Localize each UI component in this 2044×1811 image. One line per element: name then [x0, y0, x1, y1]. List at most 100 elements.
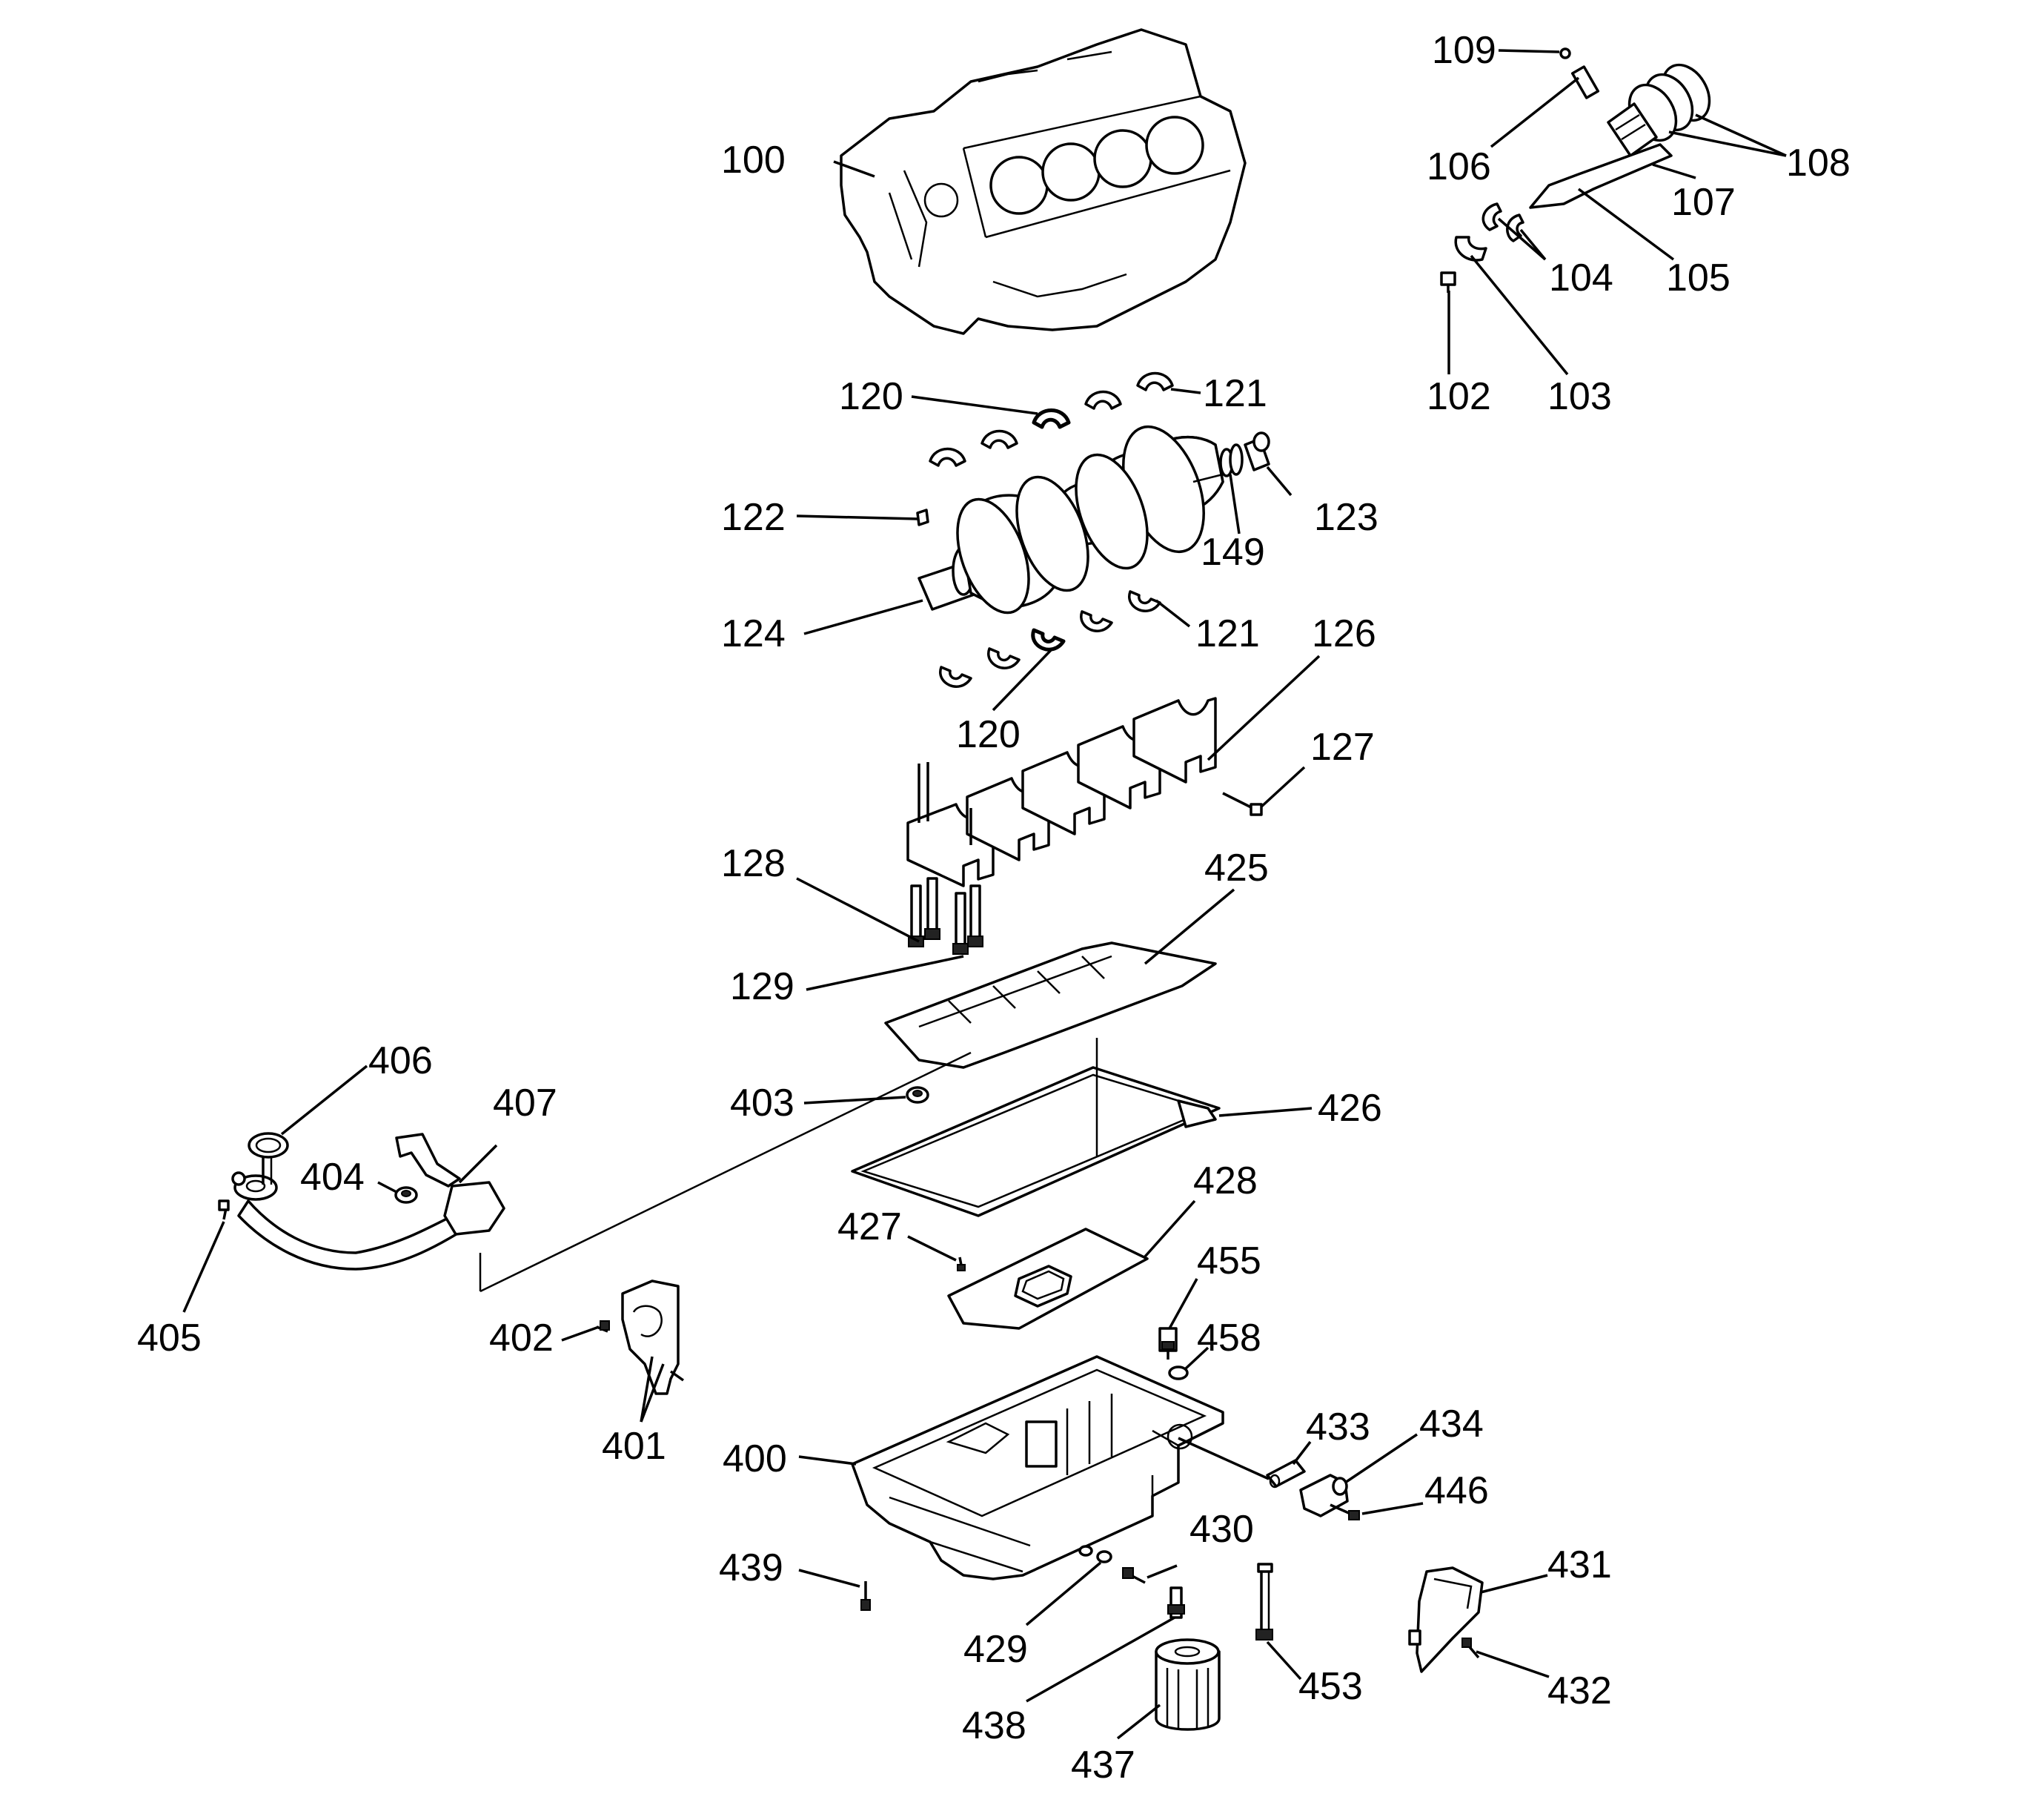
- label-402: 402: [489, 1317, 554, 1360]
- leader-124: [803, 599, 923, 635]
- o-ring-406: [248, 1132, 289, 1159]
- leader-455: [1168, 1278, 1198, 1329]
- washer-429: [1096, 1550, 1112, 1563]
- label-437: 437: [1071, 1744, 1135, 1787]
- shield-431: [1408, 1566, 1484, 1673]
- label-126: 126: [1312, 612, 1376, 655]
- label-121a: 121: [1203, 372, 1267, 415]
- label-124: 124: [721, 612, 786, 655]
- label-407: 407: [493, 1082, 557, 1125]
- leader-430: [1147, 1564, 1178, 1579]
- leader-403: [803, 1096, 906, 1105]
- label-404: 404: [300, 1156, 365, 1199]
- oil-pan-gasket: [851, 1066, 1221, 1217]
- label-429: 429: [963, 1628, 1028, 1671]
- o-ring-458: [1168, 1365, 1189, 1380]
- label-439: 439: [719, 1546, 783, 1589]
- label-405: 405: [137, 1317, 202, 1360]
- label-120a: 120: [839, 375, 903, 418]
- label-121b: 121: [1195, 612, 1260, 655]
- main-bearing-caps: [906, 697, 1217, 887]
- label-127: 127: [1310, 726, 1375, 769]
- leader-433: [1292, 1440, 1312, 1466]
- bolt-427: [957, 1257, 966, 1271]
- label-434: 434: [1419, 1403, 1484, 1446]
- label-426: 426: [1318, 1087, 1382, 1130]
- leader-103: [1470, 254, 1569, 376]
- leader-407: [458, 1144, 498, 1184]
- leader-108b: [1668, 130, 1787, 157]
- leader-120a: [911, 395, 1038, 415]
- leader-106: [1490, 76, 1580, 148]
- label-455: 455: [1197, 1239, 1261, 1282]
- leader-427: [907, 1235, 957, 1262]
- label-446: 446: [1424, 1469, 1489, 1512]
- gasket-433: [1266, 1459, 1306, 1489]
- label-400: 400: [723, 1437, 787, 1480]
- label-425: 425: [1204, 847, 1269, 890]
- bolt-446: [1330, 1503, 1360, 1520]
- leader-434: [1344, 1433, 1418, 1484]
- leader-108a: [1695, 113, 1787, 157]
- leader-128: [796, 877, 920, 943]
- bolt-439: [860, 1581, 871, 1611]
- bolt-453: [1255, 1563, 1273, 1641]
- leader-432: [1476, 1650, 1550, 1678]
- label-108: 108: [1786, 142, 1851, 185]
- label-103: 103: [1547, 375, 1612, 418]
- label-432: 432: [1547, 1669, 1612, 1712]
- adapter-434: [1299, 1474, 1349, 1517]
- oil-filter-437: [1155, 1638, 1221, 1731]
- label-120b: 120: [956, 713, 1021, 756]
- alignment-line-d: [1178, 1437, 1270, 1480]
- leader-129: [806, 955, 964, 991]
- leader-149: [1229, 474, 1241, 534]
- leader-104b: [1519, 228, 1547, 261]
- oil-pickup-tube: [231, 1133, 505, 1271]
- main-cap-bolts: [908, 877, 983, 955]
- label-149: 149: [1201, 531, 1265, 574]
- oil-pan-baffle: [947, 1228, 1149, 1330]
- label-427: 427: [837, 1205, 902, 1248]
- leader-121b: [1155, 599, 1191, 628]
- leader-400: [798, 1455, 857, 1466]
- label-431: 431: [1547, 1543, 1612, 1586]
- label-430: 430: [1189, 1508, 1254, 1551]
- fitting-438: [1167, 1586, 1185, 1619]
- bolt-432: [1461, 1638, 1480, 1659]
- leader-100: [833, 160, 875, 178]
- leader-453: [1266, 1641, 1302, 1681]
- label-129: 129: [730, 965, 794, 1008]
- leader-121a: [1170, 388, 1201, 394]
- upper-main-bearings: [929, 371, 1174, 467]
- drain-plug-430: [1122, 1567, 1146, 1584]
- leader-122: [796, 514, 918, 520]
- nut-403: [906, 1086, 929, 1104]
- oil-level-sensor-455: [1158, 1327, 1178, 1360]
- leader-104a: [1497, 217, 1547, 261]
- leader-458: [1184, 1346, 1210, 1370]
- leader-120b: [992, 647, 1054, 712]
- label-401: 401: [602, 1425, 666, 1468]
- label-406: 406: [368, 1039, 433, 1082]
- leader-105: [1577, 188, 1675, 261]
- leader-123: [1266, 466, 1293, 497]
- cover-401: [621, 1279, 685, 1395]
- leader-439: [798, 1569, 860, 1588]
- label-122: 122: [721, 496, 786, 539]
- label-123: 123: [1314, 496, 1378, 539]
- label-107: 107: [1671, 181, 1736, 224]
- label-109: 109: [1432, 29, 1496, 72]
- leader-446: [1361, 1502, 1424, 1515]
- label-458: 458: [1197, 1317, 1261, 1360]
- label-104: 104: [1549, 256, 1613, 299]
- label-106: 106: [1427, 145, 1491, 188]
- label-102: 102: [1427, 375, 1491, 418]
- engine-block: [840, 28, 1247, 335]
- leader-402: [561, 1325, 600, 1342]
- leader-404: [377, 1181, 397, 1193]
- crankshaft: [916, 425, 1270, 615]
- leader-109: [1498, 49, 1560, 53]
- label-105: 105: [1666, 256, 1731, 299]
